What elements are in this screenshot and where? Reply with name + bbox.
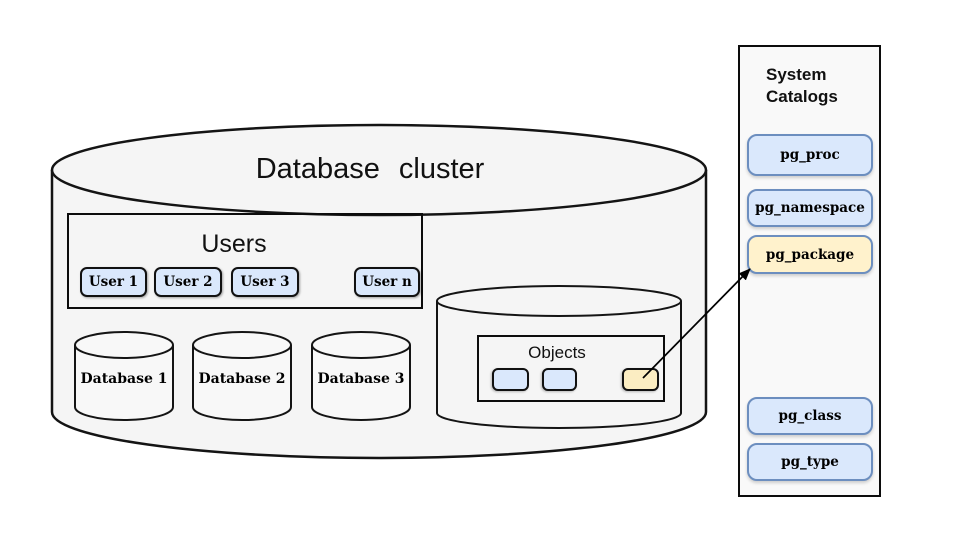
system-catalogs-panel: System Catalogs pg_proc pg_namespace pg_… [738, 45, 881, 497]
user-2-chip: User 2 [154, 267, 222, 297]
users-title: Users [201, 230, 267, 258]
object-item-2 [542, 368, 577, 391]
database-3-label: Database 3 [317, 371, 405, 387]
user-n-chip: User n [354, 267, 420, 297]
objects-box: Objects [477, 335, 665, 402]
catalog-item-pg-namespace: pg_namespace [747, 189, 873, 227]
database-2-label: Database 2 [198, 371, 286, 387]
catalog-item-pg-proc: pg_proc [747, 134, 873, 176]
cluster-title: Database cluster [255, 153, 485, 185]
system-catalogs-title: System Catalogs [766, 64, 838, 108]
database-1-cylinder [74, 331, 174, 421]
database-1-label: Database 1 [80, 371, 168, 387]
user-3-chip: User 3 [231, 267, 299, 297]
object-item-package [622, 368, 659, 391]
object-item-1 [492, 368, 529, 391]
catalog-item-pg-package: pg_package [747, 235, 873, 274]
objects-title: Objects [528, 343, 586, 362]
users-box: Users User 1 User 2 User 3 User n [67, 213, 423, 309]
catalog-item-pg-type: pg_type [747, 443, 873, 481]
system-catalogs-title-line2: Catalogs [766, 87, 838, 106]
user-1-chip: User 1 [80, 267, 147, 297]
database-3-cylinder [311, 331, 411, 421]
system-catalogs-title-line1: System [766, 65, 827, 84]
catalog-item-pg-class: pg_class [747, 397, 873, 435]
database-2-cylinder [192, 331, 292, 421]
objects-cylinder [436, 285, 682, 429]
